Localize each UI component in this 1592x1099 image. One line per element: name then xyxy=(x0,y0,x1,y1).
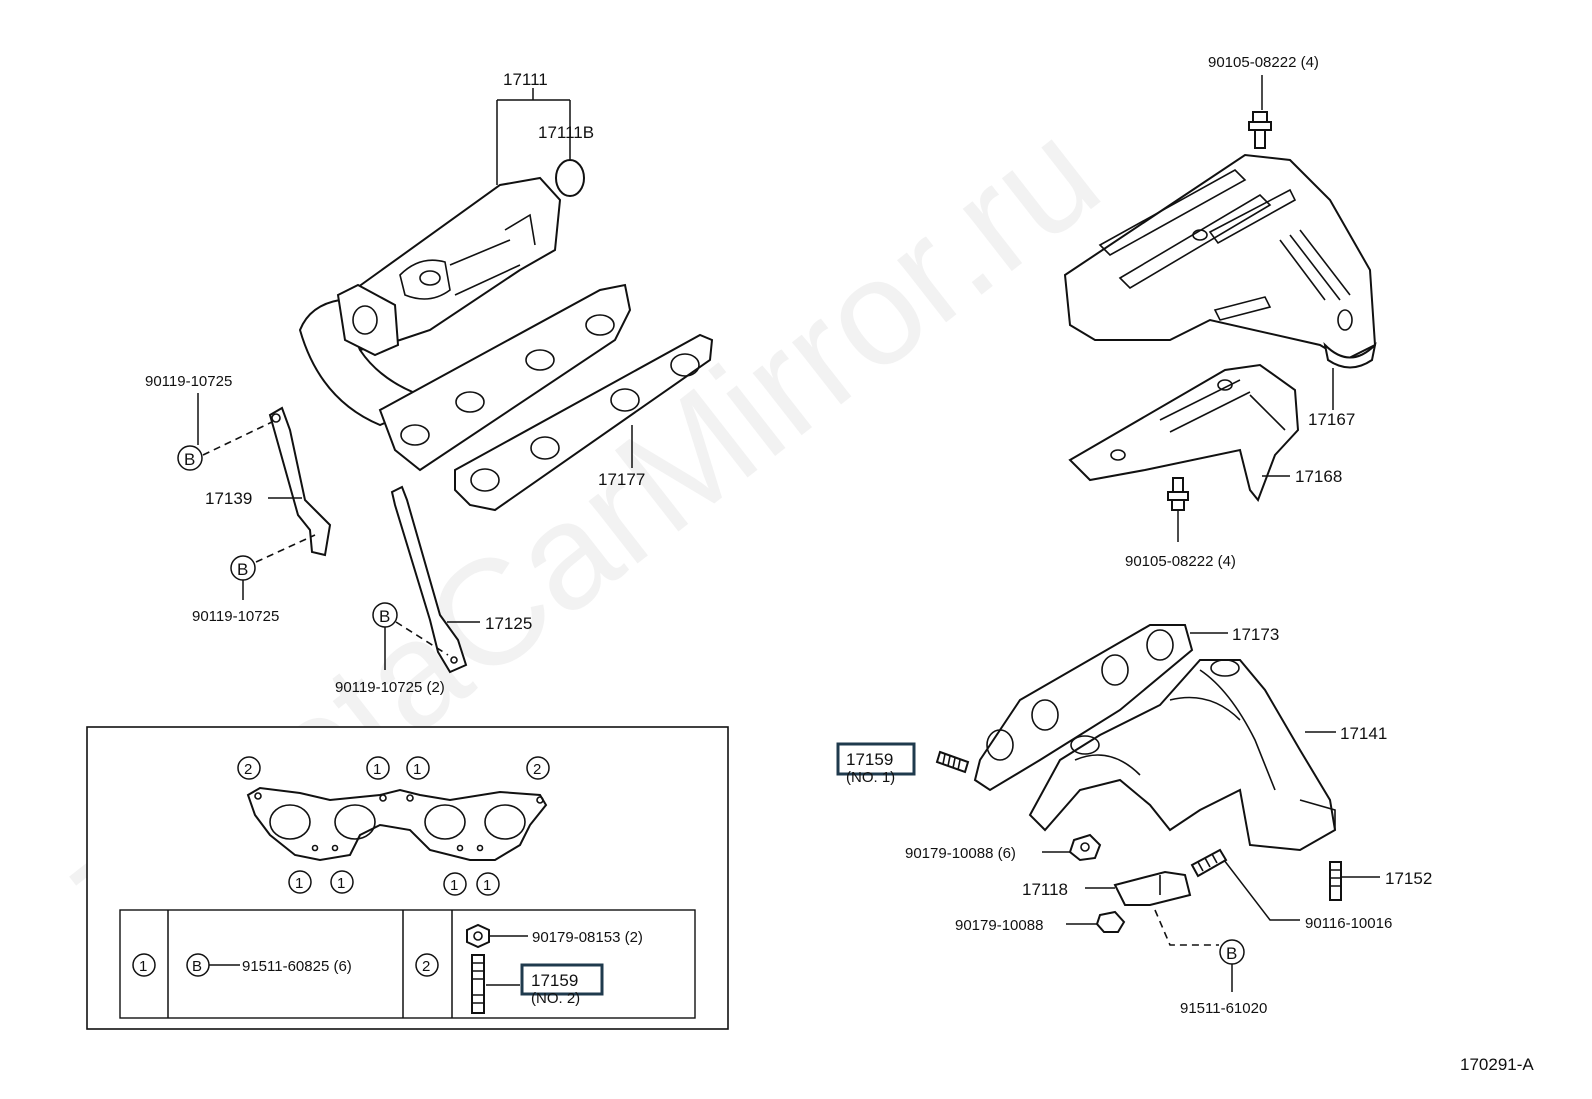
gasket-17177[interactable] xyxy=(454,333,714,512)
cap-17111b[interactable] xyxy=(555,159,585,197)
inset-table xyxy=(119,909,696,1019)
label-17159-no2-sub: (NO. 2) xyxy=(531,990,580,1007)
inset-nut-90179-08153[interactable] xyxy=(466,923,490,949)
diagram-id: 170291-A xyxy=(1460,1055,1534,1074)
svg-text:1: 1 xyxy=(295,875,303,892)
label-17141: 17141 xyxy=(1340,724,1387,743)
label-90105-top: 90105-08222 (4) xyxy=(1208,54,1319,71)
label-17159-no1: 17159 xyxy=(846,750,893,769)
heat-insulator-17167[interactable] xyxy=(1063,153,1377,369)
stay-17125[interactable] xyxy=(390,485,468,674)
stud-17152[interactable] xyxy=(1329,861,1342,901)
inset-stud-17159-no2[interactable] xyxy=(471,954,485,1014)
exhaust-manifold-17141[interactable] xyxy=(1028,659,1337,852)
inset-markers: 2 1 1 2 1 1 1 1 xyxy=(237,756,550,896)
label-90105-bot: 90105-08222 (4) xyxy=(1125,553,1236,570)
label-91511-61020: 91511-61020 xyxy=(1180,1000,1267,1017)
label-17111b: 17111B xyxy=(538,123,594,142)
inset-nut-label: 90179-08153 (2) xyxy=(532,929,643,946)
svg-text:2: 2 xyxy=(533,761,541,778)
highlight-17159-no1 xyxy=(836,742,916,776)
label-90119-c: 90119-10725 (2) xyxy=(335,679,445,696)
bolt-marker-b-text: B xyxy=(237,560,248,579)
heat-insulator-17168[interactable] xyxy=(1068,363,1300,502)
highlight-17159-no2 xyxy=(520,963,604,996)
label-17152: 17152 xyxy=(1385,869,1432,888)
gasket-17173[interactable] xyxy=(973,624,1194,792)
label-17125: 17125 xyxy=(485,614,532,633)
inset-gasket xyxy=(246,786,548,862)
svg-text:1: 1 xyxy=(483,877,491,894)
label-17167: 17167 xyxy=(1308,410,1355,429)
inset-box xyxy=(86,726,729,1030)
label-17168: 17168 xyxy=(1295,467,1342,486)
nut-90179-6[interactable] xyxy=(1068,833,1102,862)
label-17177: 17177 xyxy=(598,470,645,489)
label-17173: 17173 xyxy=(1232,625,1279,644)
bolt-90105-top[interactable] xyxy=(1248,111,1272,149)
label-17139: 17139 xyxy=(205,489,252,508)
label-17159-no2: 17159 xyxy=(531,971,578,990)
label-90116: 90116-10016 xyxy=(1305,915,1392,932)
nut-90179[interactable] xyxy=(1095,910,1126,933)
inset-row2-marker: 2 xyxy=(422,958,430,975)
inset-row1-label: 91511-60825 (6) xyxy=(242,958,352,975)
stud-17159-no1[interactable] xyxy=(935,750,970,774)
label-17111: 17111 xyxy=(503,70,548,89)
label-17118: 17118 xyxy=(1022,880,1068,899)
svg-text:1: 1 xyxy=(450,877,458,894)
bolt-marker-b-text: B xyxy=(184,450,195,469)
intake-manifold-17111[interactable] xyxy=(298,176,632,472)
label-90179-6: 90179-10088 (6) xyxy=(905,845,1016,862)
svg-text:2: 2 xyxy=(244,761,252,778)
bolt-marker-b xyxy=(177,445,203,471)
label-90119-b: 90119-10725 xyxy=(192,608,279,625)
bracket-17118[interactable] xyxy=(1113,870,1192,906)
bolt-90105-bot[interactable] xyxy=(1167,477,1189,511)
label-17159-no1-sub: (NO. 1) xyxy=(846,769,895,786)
bracket-17139[interactable] xyxy=(268,406,332,557)
bolt-marker-b-text: B xyxy=(379,607,390,626)
inset-row1-b: B xyxy=(192,958,202,975)
inset-row1-marker: 1 xyxy=(139,958,147,975)
svg-text:1: 1 xyxy=(337,875,345,892)
bolt-marker-b-text: B xyxy=(1226,944,1237,963)
label-90119-a: 90119-10725 xyxy=(145,373,232,390)
stud-90116-10016[interactable] xyxy=(1190,848,1228,878)
label-90179: 90179-10088 xyxy=(955,917,1043,934)
svg-text:1: 1 xyxy=(373,761,381,778)
svg-text:1: 1 xyxy=(413,761,421,778)
